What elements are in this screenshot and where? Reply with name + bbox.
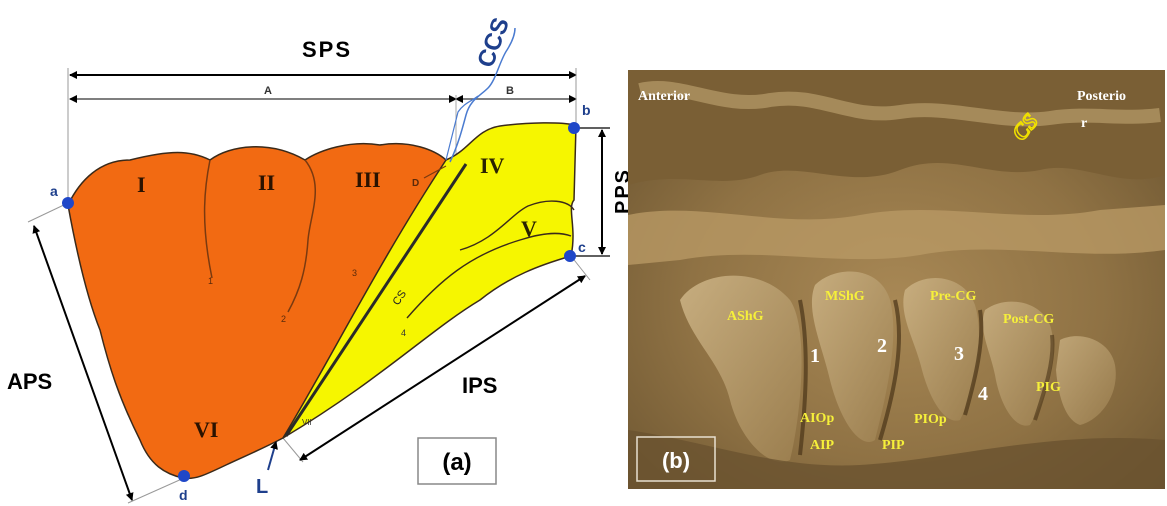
posterior-label: Posterio <box>1077 89 1126 104</box>
point-c-label: c <box>578 239 586 255</box>
ips-extension-bottom <box>282 437 304 463</box>
point-D-label: D <box>412 178 419 189</box>
l-arrow <box>267 441 278 471</box>
label-aiop: AIOp <box>800 411 834 426</box>
point-a-dot <box>62 197 74 209</box>
point-b-label: b <box>582 102 591 118</box>
label-postcg: Post-CG <box>1003 312 1054 327</box>
sulcus-4-line <box>406 232 572 319</box>
gyrus-postcg-shape <box>982 301 1054 426</box>
sulcus-1-line <box>203 159 213 279</box>
ccs-label: CCS <box>472 14 515 71</box>
label-precg: Pre-CG <box>930 289 976 304</box>
point-b-dot <box>568 122 580 134</box>
point-d-dot <box>178 470 190 482</box>
aps-label: APS <box>7 369 52 394</box>
point-d-label: d <box>179 487 188 503</box>
panel-a: SPS A B CCS PPS APS IPS CS L a b c d D I… <box>7 14 634 504</box>
panel-b-photo: CS Anterior Posterio r AShG MShG Pre-CG … <box>628 70 1165 489</box>
sulcus-3-number: 3 <box>352 268 357 278</box>
sps-label: SPS <box>302 37 352 62</box>
gyrus-pig-shape <box>1056 336 1116 425</box>
region-V: V <box>521 216 537 241</box>
region-I: I <box>137 172 146 197</box>
photo-band <box>628 205 1165 265</box>
region-II: II <box>258 170 275 195</box>
photo-number-2: 2 <box>877 335 887 357</box>
aps-dimension-line <box>32 225 134 501</box>
label-mshg: MShG <box>825 289 865 304</box>
panel-a-tag: (a) <box>442 449 471 476</box>
label-aip: AIP <box>810 438 835 453</box>
photo-sulcus-2 <box>878 299 901 441</box>
photo-sulcus-4 <box>1033 334 1055 421</box>
photo-sulcus-3 <box>963 309 984 416</box>
gyrus-ashg-shape <box>680 275 802 462</box>
panel-a-tag-box <box>417 437 497 485</box>
region-IV: IV <box>480 153 505 178</box>
anterior-label: Anterior <box>638 89 690 104</box>
gyrus-mshg-shape <box>811 271 894 442</box>
aps-extension-top <box>27 202 69 223</box>
a-label: A <box>264 85 272 97</box>
panel-b-tag: (b) <box>662 448 690 473</box>
point-a-label: a <box>50 183 58 199</box>
label-pig: PIG <box>1036 380 1061 395</box>
ips-dimension-line <box>299 275 586 461</box>
posterior-label-r: r <box>1081 116 1087 131</box>
panel-b-tag-box <box>636 436 716 482</box>
point-c-dot <box>564 250 576 262</box>
ccs-line <box>449 27 516 163</box>
aps-extension-bottom <box>127 477 185 504</box>
central-sulcus-line <box>284 163 468 437</box>
region-VI: VI <box>194 417 218 442</box>
sulcus-2-line <box>287 159 317 313</box>
ccs-line-2 <box>445 95 479 161</box>
sulcus-4-number: 4 <box>401 328 406 338</box>
photo-sulcus-1 <box>798 299 808 456</box>
label-pip: PIP <box>882 438 905 453</box>
l-label: L <box>256 476 268 498</box>
iv-v-boundary-line <box>459 200 575 251</box>
b-label: B <box>506 85 514 97</box>
region-III: III <box>355 167 381 192</box>
photo-top-highlight <box>638 80 1161 127</box>
yellow-region <box>282 122 577 439</box>
region-VII: VII <box>302 418 312 427</box>
label-piop: PIOp <box>914 412 947 427</box>
gyrus-precg-shape <box>903 278 980 421</box>
sulcus-1-number: 1 <box>208 276 213 286</box>
photo-bottom-shadow <box>628 430 1165 489</box>
label-ashg: AShG <box>727 309 764 324</box>
d-arrow-line <box>423 165 447 179</box>
photo-number-3: 3 <box>954 343 964 365</box>
ips-label: IPS <box>462 373 497 398</box>
sulcus-2-number: 2 <box>281 314 286 324</box>
photo-number-4: 4 <box>978 383 988 405</box>
photo-number-1: 1 <box>810 345 820 367</box>
